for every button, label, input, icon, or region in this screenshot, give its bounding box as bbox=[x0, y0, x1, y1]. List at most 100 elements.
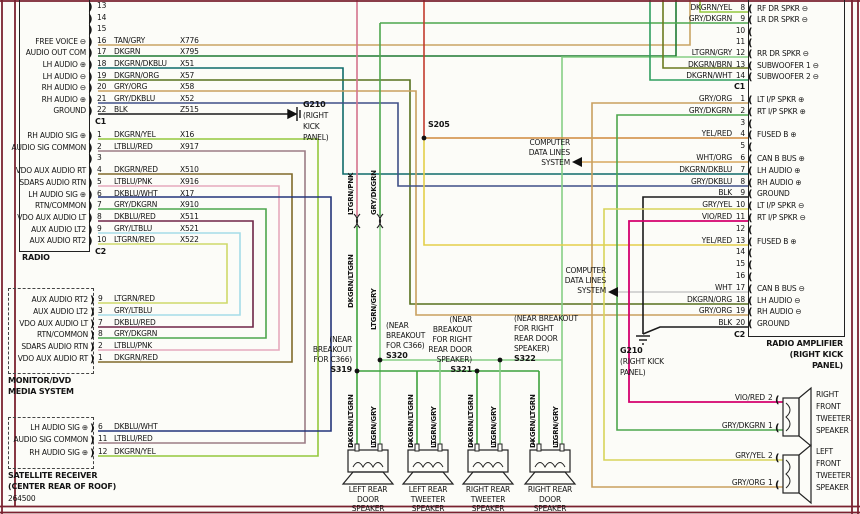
connector-label: C1 bbox=[733, 82, 745, 92]
pin-bracket-icon: ( bbox=[748, 130, 753, 142]
wire-name: DKGRN/DKBLU bbox=[114, 59, 167, 68]
wire-name: GRY/DKGRN bbox=[114, 200, 158, 210]
pin-function-label: LT I/P SPKR ⊕ bbox=[757, 95, 805, 104]
pin-function-label: VDO AUX AUDIO LT bbox=[19, 318, 88, 328]
wire-label-vertical: DKGRN/LTGRN bbox=[347, 254, 355, 308]
pin-number: 3 bbox=[98, 305, 103, 315]
splice-note-line: (NEAR bbox=[449, 315, 472, 324]
splice-note-line: BREAKOUT bbox=[312, 345, 352, 354]
inline-connector-icon bbox=[353, 213, 359, 229]
wire-name: DKGRN bbox=[114, 47, 141, 57]
connector-label: C2 bbox=[95, 247, 107, 256]
splice-dot-s322 bbox=[497, 357, 503, 363]
pin-bracket-icon: ) bbox=[88, 142, 93, 154]
ground-label: G210 bbox=[620, 346, 643, 355]
rear-speaker-name-line: SPEAKER bbox=[533, 504, 567, 513]
pin-function-label: AUDIO SIG COMMON bbox=[13, 435, 89, 445]
splice-label-s319: S319 bbox=[330, 365, 352, 374]
pin-bracket-icon: ) bbox=[88, 131, 93, 142]
pin-function-label: RF DR SPKR ⊖ bbox=[757, 4, 808, 13]
pin-bracket-icon: ( bbox=[748, 260, 753, 272]
circuit-number: X16 bbox=[180, 130, 195, 139]
pin-number: 9 bbox=[98, 294, 103, 303]
ground-location-line: PANEL) bbox=[620, 368, 646, 377]
rear-speaker-name-line: SPEAKER bbox=[411, 504, 445, 513]
pin-bracket-icon: ( bbox=[748, 283, 753, 295]
pin-number: 12 bbox=[98, 446, 108, 456]
wire-label-vertical: LTGRN/GRY bbox=[552, 406, 560, 448]
pin-number: 18 bbox=[735, 294, 745, 304]
circuit-number: X58 bbox=[180, 82, 195, 92]
pin-bracket-icon: ) bbox=[88, 94, 93, 106]
circuit-number: X917 bbox=[180, 141, 199, 151]
pin-function-label: CAN B BUS ⊕ bbox=[757, 154, 805, 163]
circuit-number: X510 bbox=[180, 165, 199, 175]
pin-bracket-icon: ) bbox=[88, 36, 93, 48]
pin-number: 8 bbox=[740, 3, 745, 12]
pin-function-label: RH AUDIO ⊕ bbox=[41, 94, 87, 104]
pin-bracket-icon: ( bbox=[748, 165, 753, 177]
pin-number: 12 bbox=[735, 48, 745, 58]
splice-label-s322: S322 bbox=[514, 354, 536, 363]
pin-bracket-icon: ( bbox=[748, 154, 753, 165]
diagram-number: 264500 bbox=[8, 494, 36, 503]
pin-number: 14 bbox=[735, 70, 745, 80]
pin-number: 2 bbox=[98, 341, 103, 351]
wire-name: DKGRN/ORG bbox=[114, 70, 159, 80]
pin-function-label: LH AUDIO SIG ⊕ bbox=[30, 423, 88, 432]
splice-note-line: (NEAR BREAKOUT bbox=[514, 314, 578, 323]
pin-function-label: VDO AUX AUDIO RT bbox=[17, 354, 88, 363]
pin-number: 6 bbox=[98, 422, 103, 431]
pin-number: 3 bbox=[740, 117, 745, 127]
pin-function-label: RH AUDIO SIG ⊕ bbox=[27, 131, 86, 140]
pin-function-label: LR DR SPKR ⊖ bbox=[757, 15, 808, 25]
ground-symbol-icon bbox=[636, 335, 650, 345]
wire-label-vertical: LTGRN/GRY bbox=[370, 288, 378, 330]
pin-bracket-icon: ( bbox=[748, 95, 753, 106]
pin-bracket-icon: ( bbox=[748, 4, 753, 15]
circuit-number: X521 bbox=[180, 223, 199, 233]
circuit-number: X776 bbox=[180, 35, 199, 45]
amplifier-block bbox=[748, 0, 845, 337]
speaker-coil-icon bbox=[412, 462, 444, 469]
pin-bracket-icon: ) bbox=[90, 295, 95, 306]
pin-bracket-icon: ) bbox=[88, 177, 93, 189]
wire-name: GRY/ORG bbox=[698, 306, 732, 316]
pin-function-label: RH AUDIO ⊖ bbox=[41, 83, 87, 93]
pin-number: 20 bbox=[97, 82, 107, 92]
pin-number: 8 bbox=[740, 176, 745, 186]
ground-location-line: PANEL) bbox=[303, 133, 329, 142]
circuit-number: Z515 bbox=[180, 105, 199, 115]
pin-number: 19 bbox=[735, 306, 745, 316]
splice-note-line: REAR DOOR bbox=[428, 345, 472, 354]
wire-name: VIO/RED bbox=[734, 393, 765, 402]
computer-ref-line: SYSTEM bbox=[541, 158, 570, 167]
pin-number: 1 bbox=[740, 94, 745, 103]
speaker-cone-icon bbox=[461, 471, 515, 485]
wire-label-vertical: LTGRN/GRY bbox=[430, 406, 438, 448]
wire-label-vertical: DKGRN/LTGRN bbox=[467, 394, 475, 448]
amplifier-title-line: (RIGHT KICK bbox=[789, 350, 844, 359]
pin-bracket-icon: ) bbox=[90, 447, 95, 459]
pin-bracket-icon: ) bbox=[88, 71, 93, 83]
pin-number: 3 bbox=[97, 153, 102, 163]
pin-bracket-icon: ) bbox=[88, 13, 93, 25]
pin-bracket-icon: ( bbox=[748, 15, 753, 27]
pin-number: 14 bbox=[97, 12, 107, 22]
wire-name: GRY/ORG bbox=[114, 82, 148, 92]
radio-block bbox=[19, 0, 90, 252]
splice-note-line: SPEAKER) bbox=[514, 344, 550, 353]
pin-number: 13 bbox=[735, 59, 745, 69]
pin-bracket-icon: ( bbox=[748, 224, 753, 236]
pin-number: 19 bbox=[97, 70, 107, 80]
rear-speaker-name-line: LEFT REAR bbox=[408, 485, 448, 494]
splice-note-line: FOR RIGHT bbox=[514, 324, 554, 333]
pin-function-label: LH AUDIO ⊕ bbox=[42, 60, 87, 69]
pin-number: 11 bbox=[98, 434, 108, 444]
wire-name: DKBLU/RED bbox=[114, 211, 156, 221]
tweeter-name-line: LEFT bbox=[816, 447, 833, 456]
wire-label-vertical: GRY/DKGRN bbox=[370, 170, 378, 215]
pin-number: 7 bbox=[97, 200, 102, 210]
